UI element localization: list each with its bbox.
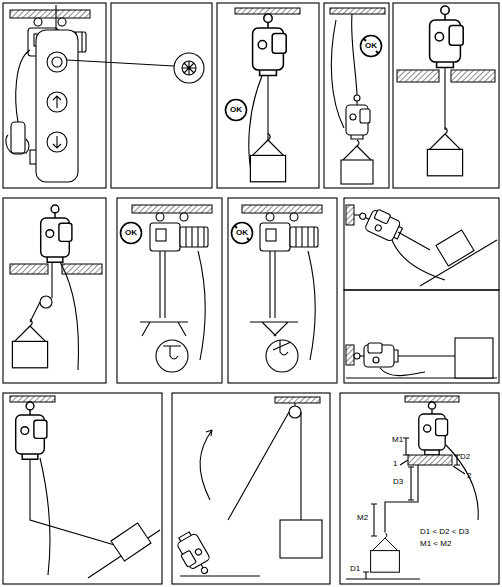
hoist-with-pulley: [10, 205, 102, 370]
dimension-label: D2: [460, 453, 470, 461]
pendant-control: [36, 5, 204, 182]
sign-text: OK: [230, 221, 254, 245]
dimension-label: M2: [357, 514, 368, 522]
reeved-pull: [173, 397, 322, 580]
sign-text: OK: [224, 98, 248, 122]
dimension-label: D1: [350, 565, 360, 573]
panel-frame: [3, 3, 499, 584]
incline-pull: [346, 203, 497, 286]
note-text: D1 < D2 < D3: [420, 528, 469, 536]
dimension-label: M1: [392, 436, 403, 444]
prohibited-sign: OK: [230, 221, 254, 245]
hoist-on-beam: [397, 6, 495, 176]
correct-hanging: [235, 8, 300, 182]
dimension-label: 2: [467, 472, 471, 480]
prohibited-sign: OK: [359, 34, 383, 58]
height-dimension-diagram: [346, 396, 478, 579]
ok-sign: OK: [224, 98, 248, 122]
sign-text: OK: [359, 34, 383, 58]
dimension-label: 1: [393, 460, 397, 468]
sign-text: OK: [119, 221, 143, 245]
hanging-incline-pull: [10, 396, 160, 578]
note-text: M1 < M2: [420, 540, 451, 548]
wrong-hanging: [330, 8, 385, 184]
wrong-sling: [242, 205, 322, 372]
ok-sign: OK: [119, 221, 143, 245]
floor-pull: [346, 338, 497, 378]
dimension-label: D3: [393, 478, 403, 486]
correct-sling: [132, 205, 212, 372]
